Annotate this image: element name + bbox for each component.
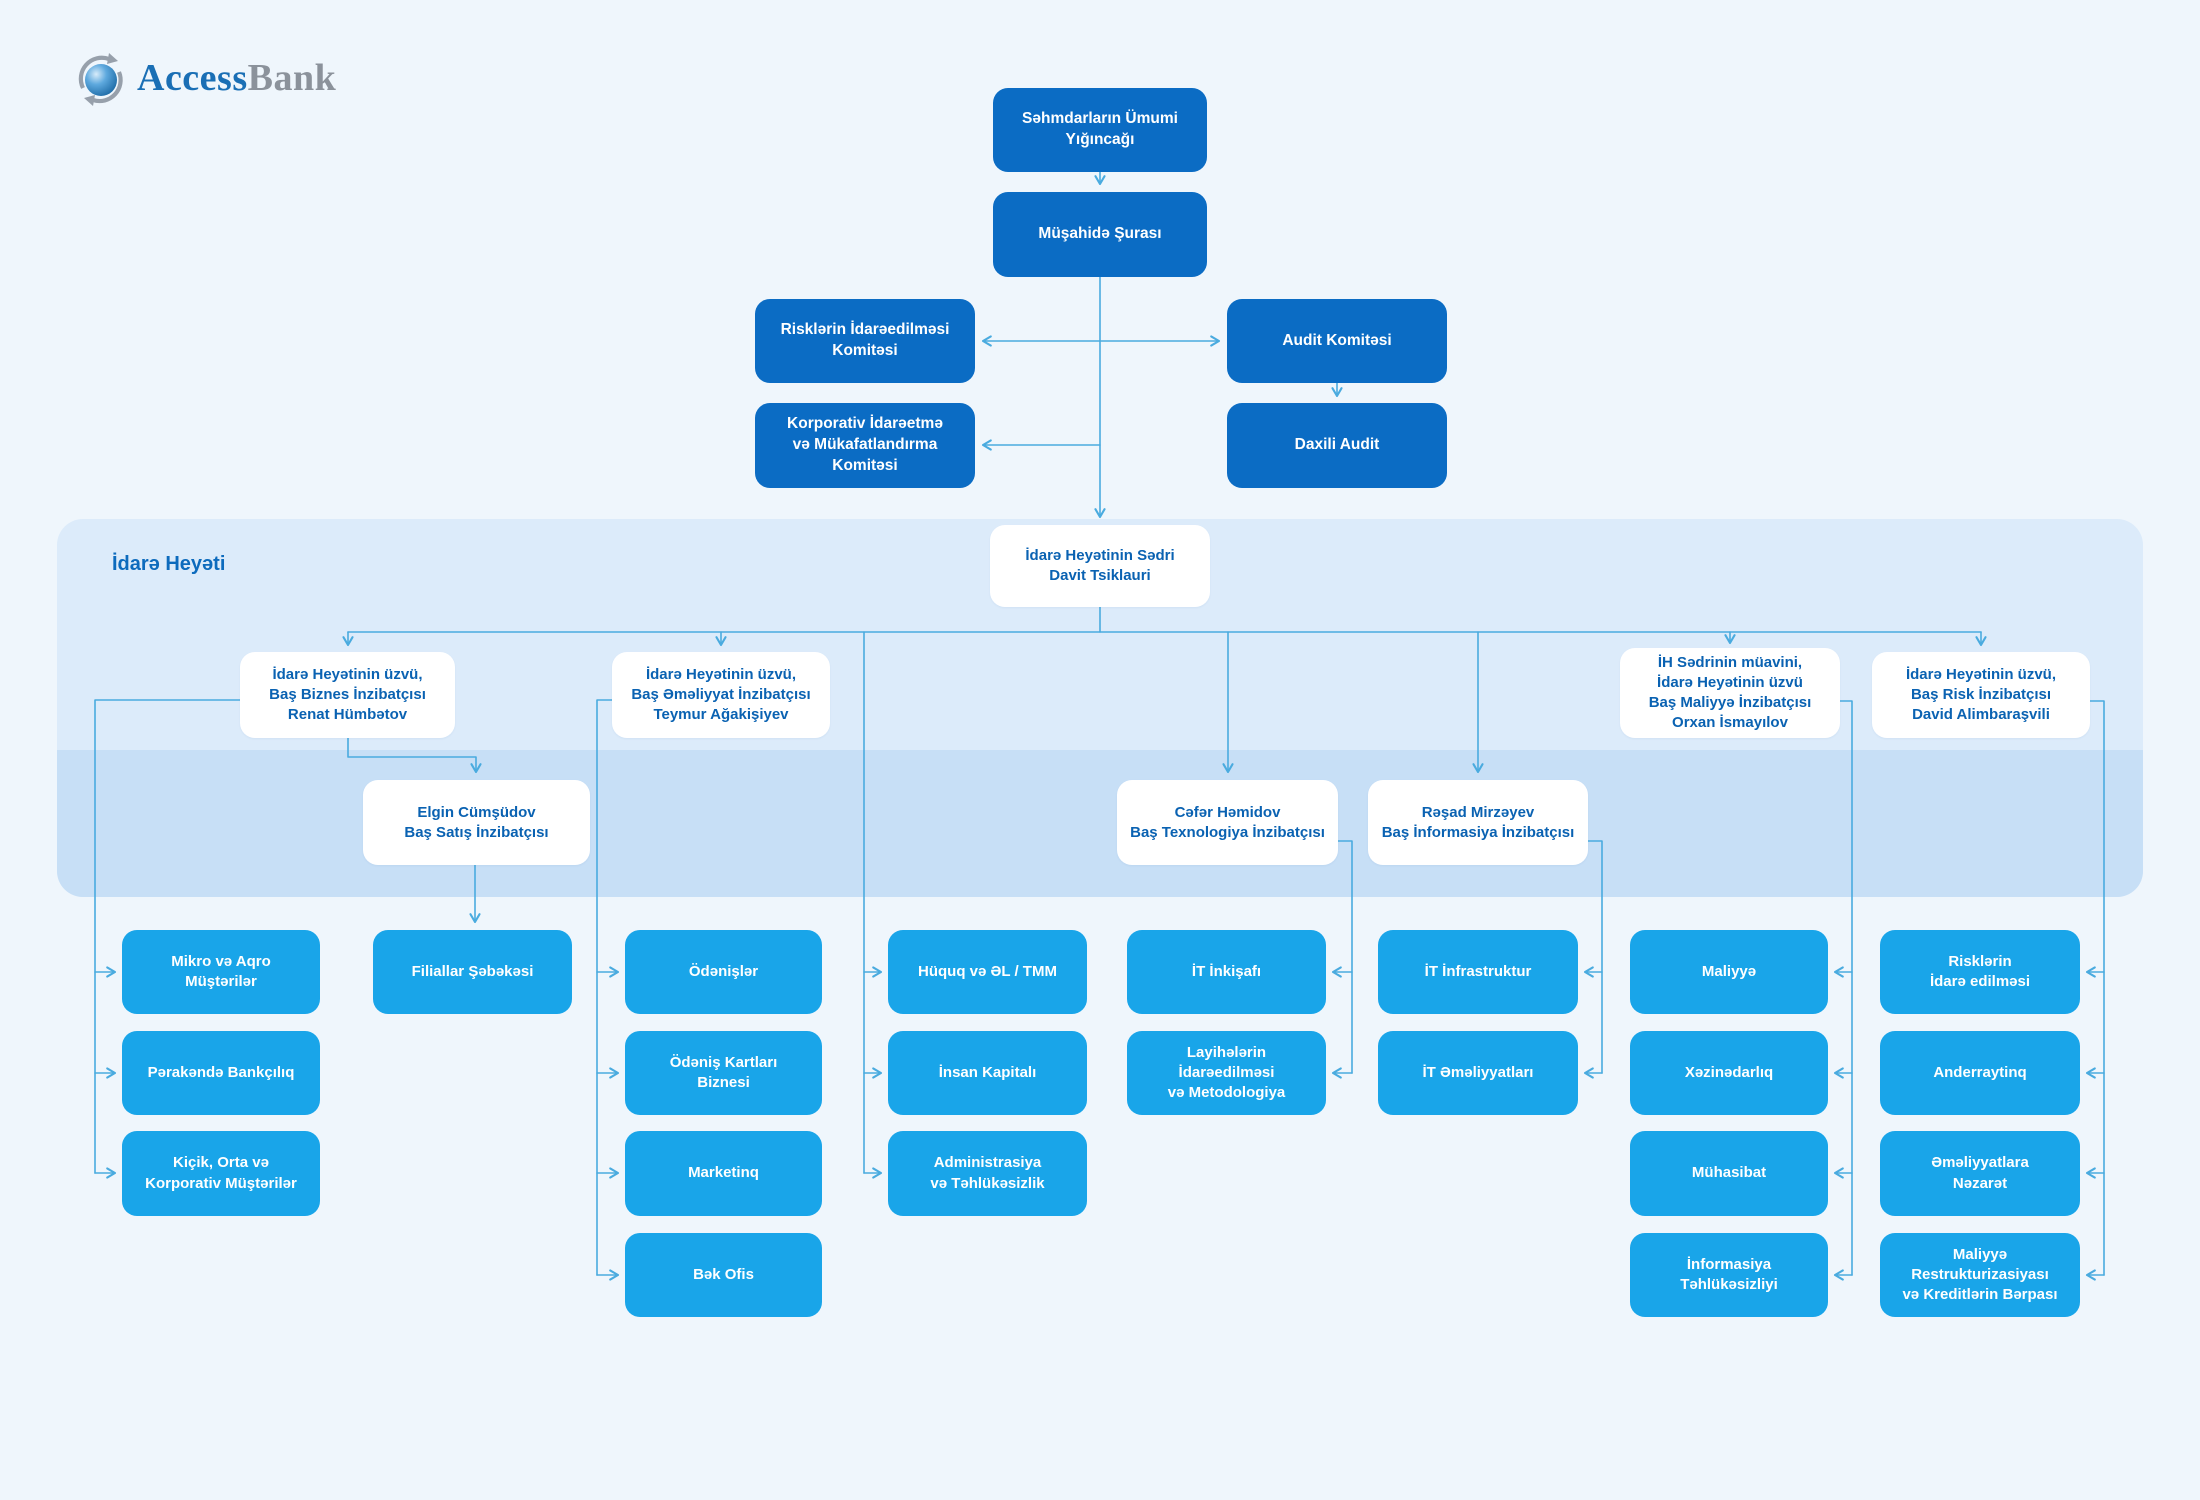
node-dept-payment-cards-business: Ödəniş Kartları Biznesi <box>625 1031 822 1115</box>
node-dept-branch-network: Filiallar Şəbəkəsi <box>373 930 572 1014</box>
node-dept-accounting: Mühasibat <box>1630 1131 1828 1216</box>
node-dept-finance: Maliyyə <box>1630 930 1828 1014</box>
node-corporate-governance-committee: Korporativ İdarəetmə və Mükafatlandırma … <box>755 403 975 488</box>
node-dept-marketing: Marketinq <box>625 1131 822 1216</box>
logo-text-access: Access <box>137 57 248 99</box>
node-member-chief-business-officer: İdarə Heyətinin üzvü, Baş Biznes İnzibat… <box>240 652 455 738</box>
node-member-chief-risk-officer: İdarə Heyətinin üzvü, Baş Risk İnzibatçı… <box>1872 652 2090 738</box>
node-chief-technology-officer: Cəfər Həmidov Baş Texnologiya İnzibatçıs… <box>1117 780 1338 865</box>
management-board-panel-label: İdarə Heyəti <box>112 553 226 575</box>
node-dept-operations-control: Əməliyyatlara Nəzarət <box>1880 1131 2080 1216</box>
node-dept-administration-security: Administrasiya və Təhlükəsizlik <box>888 1131 1087 1216</box>
node-dept-it-infrastructure: İT İnfrastruktur <box>1378 930 1578 1014</box>
node-dept-project-management-methodology: Layihələrin İdarəedilməsi və Metodologiy… <box>1127 1031 1326 1115</box>
node-member-chief-operations-officer: İdarə Heyətinin üzvü, Baş Əməliyyat İnzi… <box>612 652 830 738</box>
accessbank-globe-icon <box>78 53 123 106</box>
node-dept-human-capital: İnsan Kapitalı <box>888 1031 1087 1115</box>
node-dept-back-office: Bək Ofis <box>625 1233 822 1317</box>
node-chief-sales-officer: Elgin Cümşüdov Baş Satış İnzibatçısı <box>363 780 590 865</box>
node-dept-retail-banking: Pərakəndə Bankçılıq <box>122 1031 320 1115</box>
node-dept-information-security: İnformasiya Təhlükəsizliyi <box>1630 1233 1828 1317</box>
accessbank-logo: AccessBank <box>73 50 336 106</box>
node-supervisory-board: Müşahidə Şurası <box>993 192 1207 277</box>
node-dept-underwriting: Anderraytinq <box>1880 1031 2080 1115</box>
node-internal-audit: Daxili Audit <box>1227 403 1447 488</box>
node-member-chief-financial-officer: İH Sədrinin müavini, İdarə Heyətinin üzv… <box>1620 648 1840 738</box>
logo-text-bank: Bank <box>247 57 337 99</box>
node-dept-financial-restructuring: Maliyyə Restrukturizasiyası və Kreditlər… <box>1880 1233 2080 1317</box>
node-board-chairman: İdarə Heyətinin Sədri Davit Tsiklauri <box>990 525 1210 607</box>
node-dept-it-development: İT İnkişafı <box>1127 930 1326 1014</box>
node-risk-management-committee: Risklərin İdarəedilməsi Komitəsi <box>755 299 975 383</box>
node-dept-it-operations: İT Əməliyyatları <box>1378 1031 1578 1115</box>
node-chief-information-officer: Rəşad Mirzəyev Baş İnformasiya İnzibatçı… <box>1368 780 1588 865</box>
node-audit-committee: Audit Komitəsi <box>1227 299 1447 383</box>
node-dept-treasury: Xəzinədarlıq <box>1630 1031 1828 1115</box>
node-dept-payments: Ödənişlər <box>625 930 822 1014</box>
node-dept-micro-agro-clients: Mikro və Aqro Müştərilər <box>122 930 320 1014</box>
node-dept-sme-corporate-clients: Kiçik, Orta və Korporativ Müştərilər <box>122 1131 320 1216</box>
node-dept-legal: Hüquq və ƏL / TMM <box>888 930 1087 1014</box>
node-dept-risk-management: Risklərin İdarə edilməsi <box>1880 930 2080 1014</box>
node-shareholders-general-meeting: Səhmdarların Ümumi Yığıncağı <box>993 88 1207 172</box>
